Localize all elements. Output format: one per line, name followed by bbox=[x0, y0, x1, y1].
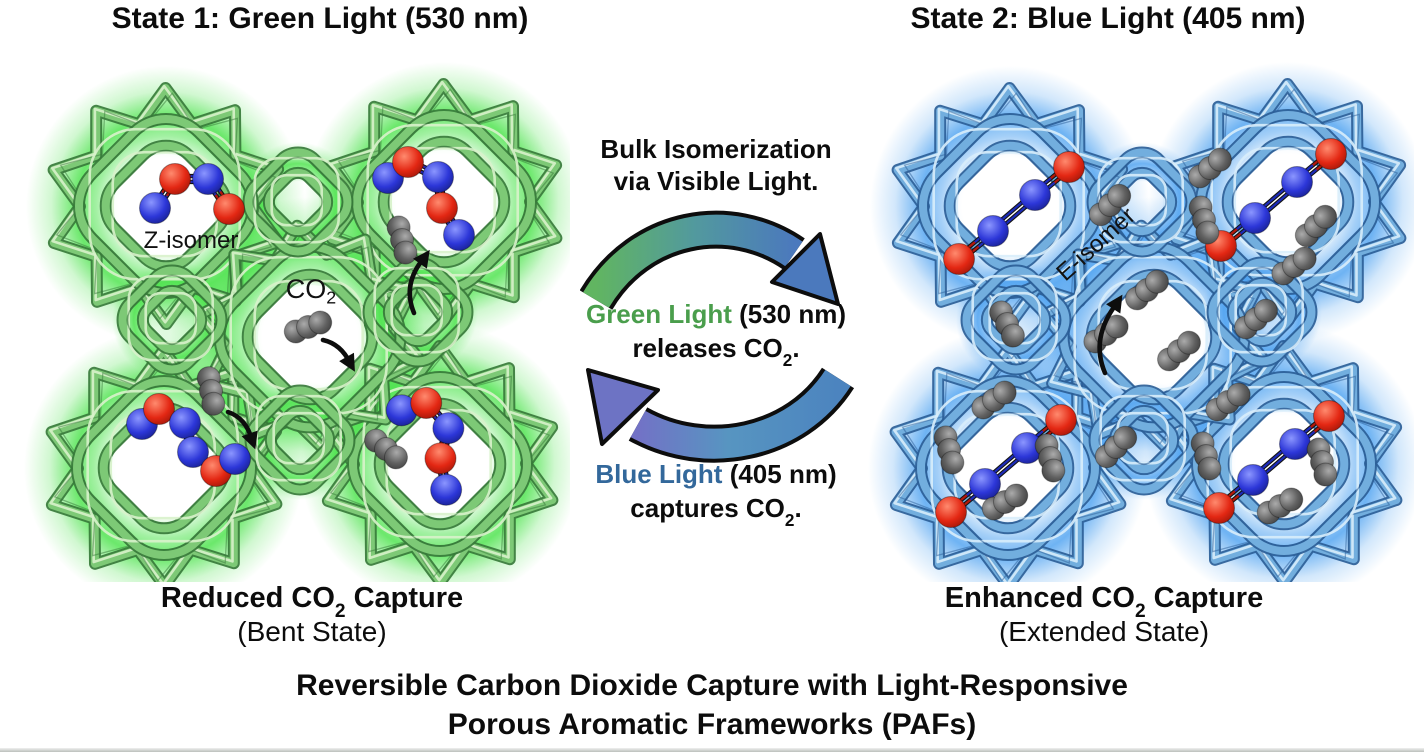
state1-title: State 1: Green Light (530 nm) bbox=[111, 2, 529, 35]
blue-framework-figure: E-isomer bbox=[868, 62, 1414, 582]
reverse-isomerization-arrow bbox=[586, 367, 854, 463]
z-isomer-molecule bbox=[385, 386, 465, 506]
co2-molecule bbox=[981, 483, 1029, 521]
co2-molecule bbox=[1190, 431, 1222, 481]
co2-molecule bbox=[1306, 437, 1338, 487]
e-isomer-molecule bbox=[935, 404, 1077, 528]
isomerization-heading-line2: via Visible Light. bbox=[613, 166, 819, 196]
figure-title: Reversible Carbon Dioxide Capture with L… bbox=[112, 666, 1312, 744]
blue-light-caption: Blue Light (405 nm) captures CO2. bbox=[595, 459, 837, 531]
z-isomer-molecule bbox=[126, 393, 251, 487]
co2-molecule bbox=[196, 366, 226, 416]
co2-molecule bbox=[933, 425, 965, 475]
co2-molecule bbox=[1256, 487, 1304, 525]
state2-caption: Enhanced CO2 Capture (Extended State) bbox=[944, 582, 1264, 647]
state1-caption: Reduced CO2 Capture (Bent State) bbox=[160, 582, 464, 647]
z-isomer-molecule bbox=[139, 163, 245, 225]
z-isomer-molecule bbox=[372, 146, 475, 251]
co2-molecule bbox=[1205, 382, 1251, 422]
co2-molecule bbox=[1188, 195, 1220, 245]
e-isomer-molecule bbox=[943, 151, 1085, 275]
co2-molecule bbox=[1234, 298, 1278, 340]
co2-molecule bbox=[1188, 147, 1232, 189]
co2-molecule bbox=[364, 428, 408, 470]
isomerization-heading-line1: Bulk Isomerization bbox=[600, 134, 832, 164]
figure-label: CO2 bbox=[286, 274, 337, 307]
co2-molecule bbox=[283, 310, 333, 344]
e-isomer-molecule bbox=[1203, 400, 1345, 524]
blue-light-label: Blue Light bbox=[595, 459, 723, 489]
motion-arrow bbox=[407, 249, 430, 316]
co2-molecule bbox=[1088, 183, 1132, 227]
co2-molecule bbox=[1271, 246, 1317, 286]
image-bottom-edge bbox=[0, 748, 1424, 752]
motion-arrow bbox=[1097, 294, 1123, 376]
isomerization-heading: Bulk Isomerization via Visible Light. bbox=[566, 133, 866, 197]
co2-molecule bbox=[1294, 204, 1338, 248]
figure-label: Z-isomer bbox=[144, 227, 239, 254]
co2-molecule bbox=[989, 300, 1025, 348]
reverse-arrowhead bbox=[586, 368, 660, 446]
co2-molecule bbox=[386, 215, 418, 265]
co2-molecule bbox=[1157, 330, 1201, 372]
forward-arrowhead bbox=[770, 232, 840, 306]
co2-molecule bbox=[1034, 433, 1066, 483]
motion-arrow bbox=[225, 409, 258, 450]
figure-title-line2: Porous Aromatic Frameworks (PAFs) bbox=[447, 708, 977, 741]
motion-arrow bbox=[320, 337, 355, 372]
figure-title-line1: Reversible Carbon Dioxide Capture with L… bbox=[296, 669, 1128, 702]
co2-molecule bbox=[971, 380, 1017, 420]
co2-molecule bbox=[1125, 269, 1169, 311]
e-isomer-molecule bbox=[1205, 138, 1347, 262]
state2-title: State 2: Blue Light (405 nm) bbox=[910, 2, 1306, 35]
co2-molecule bbox=[1094, 425, 1138, 469]
forward-isomerization-arrow bbox=[580, 210, 840, 311]
green-light-caption: Green Light (530 nm) releases CO2. bbox=[585, 299, 847, 371]
green-light-label: Green Light bbox=[585, 299, 732, 329]
